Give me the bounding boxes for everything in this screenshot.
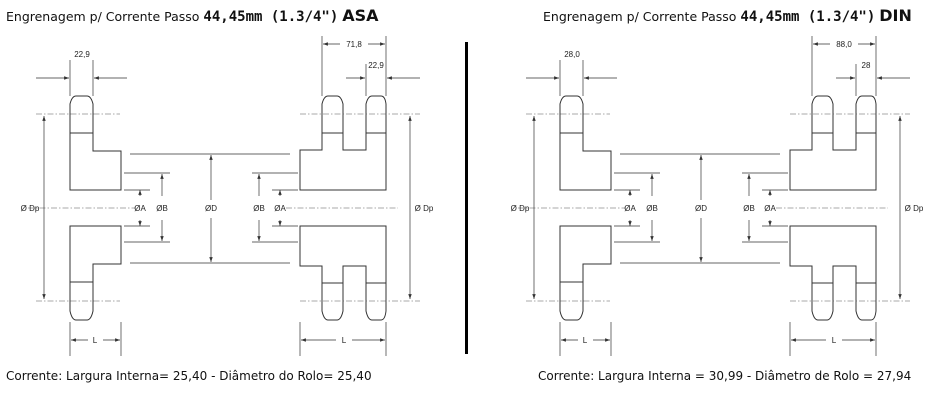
din-simplex-upper-section: [559, 132, 612, 191]
din-simplex-top-tooth: [559, 95, 584, 133]
asa-l-left-label: L: [93, 336, 98, 345]
din-dp-left-label: Ø Dp: [511, 204, 530, 213]
asa-simplex-bottom-tooth: [69, 282, 94, 321]
din-duplex-span-label: 88,0: [836, 40, 852, 49]
asa-simplex-width-label: 22,9: [74, 50, 90, 59]
asa-footer: Corrente: Largura Interna= 25,40 - Diâme…: [6, 369, 372, 383]
asa-duplex-tooth-label: 22,9: [368, 61, 384, 70]
asa-d-label: ØD: [205, 204, 217, 213]
panel-divider: [465, 42, 468, 354]
din-a-left-label: ØA: [624, 204, 636, 213]
din-b-right-label: ØB: [743, 204, 755, 213]
din-b-left-label: ØB: [646, 204, 658, 213]
asa-simplex-lower-section: [69, 225, 122, 283]
asa-panel: Engrenagem p/ Corrente Passo 44,45mm (1.…: [0, 0, 470, 400]
din-l-right-label: L: [832, 336, 837, 345]
asa-title-prefix: Engrenagem p/ Corrente Passo: [6, 9, 200, 24]
din-a-right-label: ØA: [764, 204, 776, 213]
din-footer: Corrente: Largura Interna = 30,99 - Diâm…: [538, 369, 912, 383]
din-duplex-top-tooth-1: [811, 95, 834, 133]
din-duplex-bottom-tooth-1: [811, 283, 834, 321]
asa-simplex-top-tooth: [69, 95, 94, 133]
din-d-label: ØD: [695, 204, 707, 213]
asa-b-left-label: ØB: [156, 204, 168, 213]
din-simplex-bottom-tooth: [559, 282, 584, 321]
asa-duplex-top-tooth-2: [365, 95, 387, 133]
asa-duplex-top-tooth-1: [321, 95, 344, 133]
asa-a-right-label: ØA: [274, 204, 286, 213]
din-simplex-lower-section: [559, 225, 612, 283]
din-duplex-upper-section: [789, 132, 877, 191]
din-title-standard: DIN: [879, 6, 912, 25]
din-duplex-tooth-label: 28: [862, 61, 871, 70]
asa-simplex-upper-section: [69, 132, 122, 191]
din-simplex-width-label: 28,0: [564, 50, 580, 59]
din-title-prefix: Engrenagem p/ Corrente Passo: [543, 9, 737, 24]
asa-dp-left-label: Ø Dp: [21, 204, 40, 213]
asa-title: Engrenagem p/ Corrente Passo 44,45mm (1.…: [6, 6, 379, 25]
asa-drawing: Ø Dp Ø Dp ØA ØB ØD ØB ØA L L 22,9 71,8 22,9: [21, 36, 434, 356]
din-l-left-label: L: [583, 336, 588, 345]
din-title-size: 44,45mm (1.3/4"): [740, 9, 876, 25]
asa-duplex-upper-section: [299, 132, 387, 191]
asa-a-left-label: ØA: [134, 204, 146, 213]
asa-duplex-lower-section: [299, 225, 387, 284]
din-dp-right-label: Ø Dp: [905, 204, 924, 213]
asa-duplex-span-label: 71,8: [346, 40, 362, 49]
asa-dp-right-label: Ø Dp: [415, 204, 434, 213]
din-drawing: Ø Dp Ø Dp ØA ØB ØD ØB ØA L L 28,0 88,0 28: [511, 36, 924, 356]
asa-duplex-bottom-tooth-2: [365, 283, 387, 321]
din-duplex-top-tooth-2: [855, 95, 877, 133]
din-duplex-lower-section: [789, 225, 877, 284]
asa-l-right-label: L: [342, 336, 347, 345]
din-panel: Engrenagem p/ Corrente Passo 44,45mm (1.…: [490, 0, 950, 400]
din-title: Engrenagem p/ Corrente Passo 44,45mm (1.…: [543, 6, 912, 25]
asa-title-standard: ASA: [342, 6, 379, 25]
asa-duplex-bottom-tooth-1: [321, 283, 344, 321]
asa-title-size: 44,45mm (1.3/4"): [203, 9, 339, 25]
asa-b-right-label: ØB: [253, 204, 265, 213]
din-duplex-bottom-tooth-2: [855, 283, 877, 321]
